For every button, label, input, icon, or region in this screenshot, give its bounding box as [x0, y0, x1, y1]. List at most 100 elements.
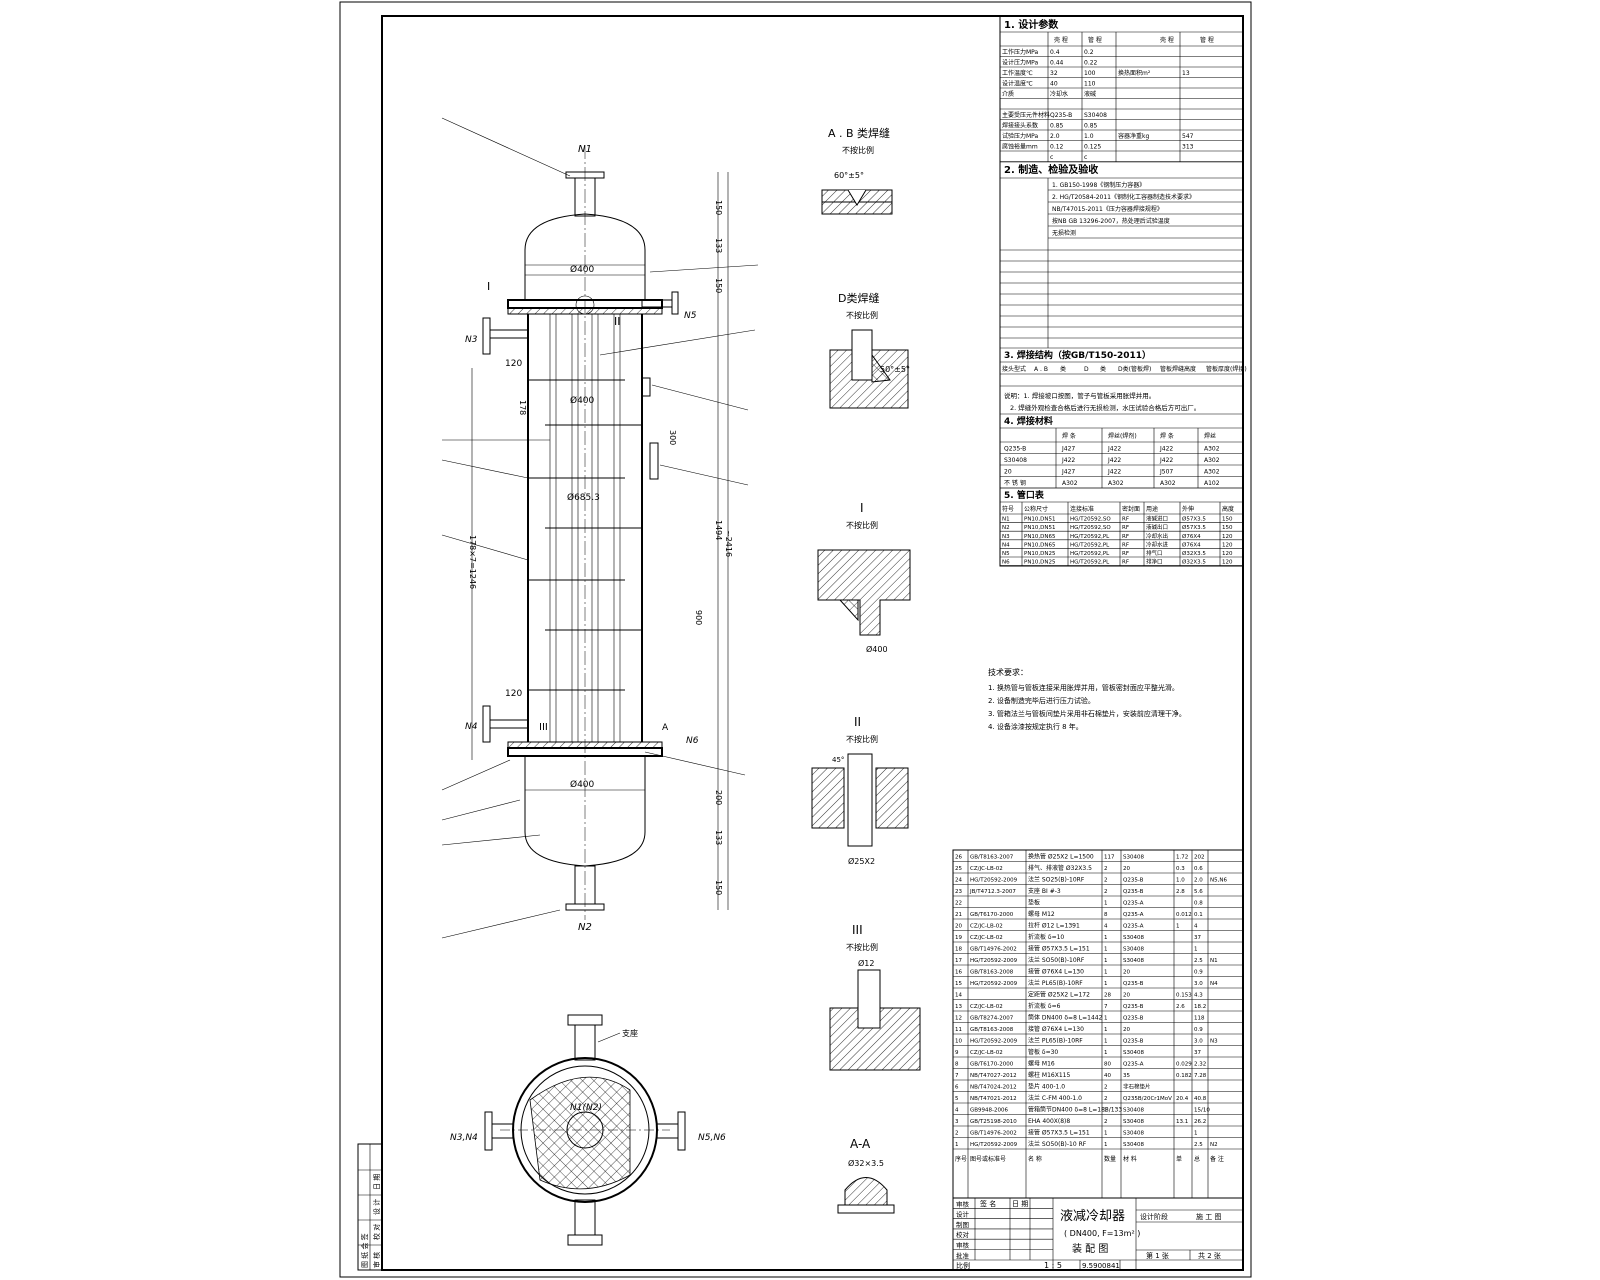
nozzle-cell: 排气口 [1146, 549, 1163, 557]
bom-cell: 1.0 [1176, 878, 1185, 884]
bom-cell: 12 [955, 1016, 962, 1022]
bom-cell: N4 [1210, 981, 1218, 987]
bom-cell: 法兰 SO50(B)-10RF [1028, 956, 1085, 964]
bom-cell: 6 [955, 1085, 959, 1091]
bom-cell: 20.4 [1176, 1096, 1189, 1102]
bom-cell: 14 [955, 993, 962, 999]
bom-head: 材 料 [1123, 1155, 1137, 1163]
bom-cell: 2.5 [1194, 1142, 1203, 1148]
baffles [528, 379, 642, 691]
bom-cell: 2 [1104, 878, 1108, 884]
bom-cell: S30408 [1123, 935, 1144, 941]
nozzle-cell: PN10,DN65 [1024, 542, 1056, 548]
bom-cell: 2.6 [1176, 1004, 1185, 1010]
bom-cell: 1 [1194, 1131, 1198, 1137]
param-cell: S30408 [1084, 112, 1107, 119]
bom-cell: CZ/JC-LB-02 [970, 1004, 1003, 1010]
mat-cell: J422 [1061, 457, 1075, 464]
dim-133a: 133 [714, 238, 723, 253]
bom-cell: Q235-A [1123, 924, 1144, 930]
bom-cell: 定距管 Ø25X2 L=172 [1028, 991, 1090, 999]
bom-cell: Q235-A [1123, 1062, 1144, 1068]
nozzle-head: 高度 [1222, 505, 1234, 513]
label-phi685: Ø685.3 [567, 492, 600, 503]
bom-cell: 1 [1194, 947, 1198, 953]
bom-cell: 0.9 [1194, 970, 1203, 976]
nozzle-cell: 冷却水进 [1146, 540, 1169, 548]
param-cell: 13 [1182, 70, 1190, 77]
bom-cell: 0.3 [1176, 866, 1185, 872]
mat-head: 焊 条 [1160, 432, 1174, 440]
detail-ii-sub: 不按比例 [846, 734, 878, 744]
bom-cell: 2 [1104, 866, 1108, 872]
param-cell: 0.4 [1050, 49, 1060, 56]
nozzle-cell: RF [1122, 525, 1129, 531]
bom-cell: 26 [955, 855, 962, 861]
param-cell: 换热面积m² [1118, 69, 1151, 77]
tb-row-label: 审核 [956, 1241, 970, 1250]
nozzle-cell: N3 [1002, 534, 1010, 540]
tb-row-label: 校对 [956, 1230, 970, 1239]
bom-cell: 8 [1104, 912, 1108, 918]
param-cell: 0.125 [1084, 144, 1101, 151]
param-col-5: 管 程 [1200, 36, 1214, 44]
weld-cell: A . B [1034, 366, 1048, 373]
detail-ab-angle: 60°±5° [834, 171, 864, 180]
bom-cell: GB/T6170-2000 [970, 1062, 1014, 1068]
bom-cell: 1 [1104, 1050, 1108, 1056]
param-cell: 0.85 [1050, 123, 1064, 130]
bom-cell: 24 [955, 878, 962, 884]
drawing-name: 液减冷却器 [1060, 1209, 1125, 1224]
param-cell: 0.2 [1084, 49, 1094, 56]
sheet-total: 共 2 张 [1198, 1251, 1221, 1260]
strip-text-0: 图 纸 会 签 [360, 1233, 369, 1268]
bom-cell: 螺柱 M16X115 [1028, 1071, 1070, 1079]
param-cell: 100 [1084, 70, 1096, 77]
bom-cell: GB/T8163-2008 [970, 1027, 1014, 1033]
label-n2: N2 [578, 922, 592, 933]
mat-cell: A302 [1204, 469, 1220, 476]
bom-cell: 非石棉垫片 [1123, 1083, 1151, 1091]
mat-cell: A302 [1204, 446, 1220, 453]
bom-cell: CZ/JC-LB-02 [970, 935, 1003, 941]
bom-cell: 20 [1123, 866, 1130, 872]
bom-cell: S30408 [1123, 855, 1144, 861]
bom-cell: 28 [1104, 993, 1111, 999]
detail-aa-phi: Ø32×3.5 [848, 1158, 884, 1168]
mat-head: 焊 条 [1062, 432, 1076, 440]
nozzle-cell: HG/T20592,PL [1070, 542, 1110, 548]
bom-cell: 9 [955, 1050, 959, 1056]
nozzle-cell: Ø76X4 [1182, 541, 1201, 548]
bom-cell: 37 [1194, 935, 1201, 941]
nozzle-cell: PN10,DN65 [1024, 534, 1056, 540]
bom-cell: 4 [955, 1108, 959, 1114]
param-cell: 冷却水 [1050, 90, 1068, 98]
leader-lines [441, 117, 759, 939]
bom-head: 图号或标准号 [970, 1155, 1006, 1163]
mfg-line: NB/T47015-2011《压力容器焊接规程》 [1052, 205, 1163, 213]
bom-cell: 20 [1123, 993, 1130, 999]
bom-cell: NB/T47027-2012 [970, 1073, 1017, 1079]
bom-head: 名 称 [1028, 1155, 1042, 1163]
bom-cell: 2 [1104, 1085, 1108, 1091]
bom-cell: 4.3 [1194, 993, 1203, 999]
detail-iii: III 不按比例 Ø12 [829, 923, 921, 1071]
dim-300: 300 [668, 430, 677, 445]
bom-cell: 20 [1123, 970, 1130, 976]
bom-cell: Q235B/20Cr1MoV [1123, 1096, 1172, 1102]
nozzle-head: 符号 [1002, 505, 1014, 513]
param-col-4: 壳 程 [1160, 36, 1174, 44]
bom-cell: GB/T8274-2007 [970, 1016, 1014, 1022]
plan-note: 支座 [622, 1028, 638, 1038]
bom-cell: GB/T8163-2008 [970, 970, 1014, 976]
bom-cell: S30408 [1123, 958, 1144, 964]
mat-cell: 20 [1004, 469, 1012, 476]
weld-cell: 管板焊缝高度 [1160, 365, 1196, 373]
bom-cell: Q235-B [1123, 981, 1144, 987]
label-n4: N4 [465, 722, 478, 732]
bom-cell: S30408 [1123, 947, 1144, 953]
dim-133b: 133 [714, 830, 723, 845]
detail-d-weld: D类焊缝 不按比例 50°±5° [829, 291, 910, 409]
param-cell: 工作温度℃ [1002, 69, 1033, 77]
